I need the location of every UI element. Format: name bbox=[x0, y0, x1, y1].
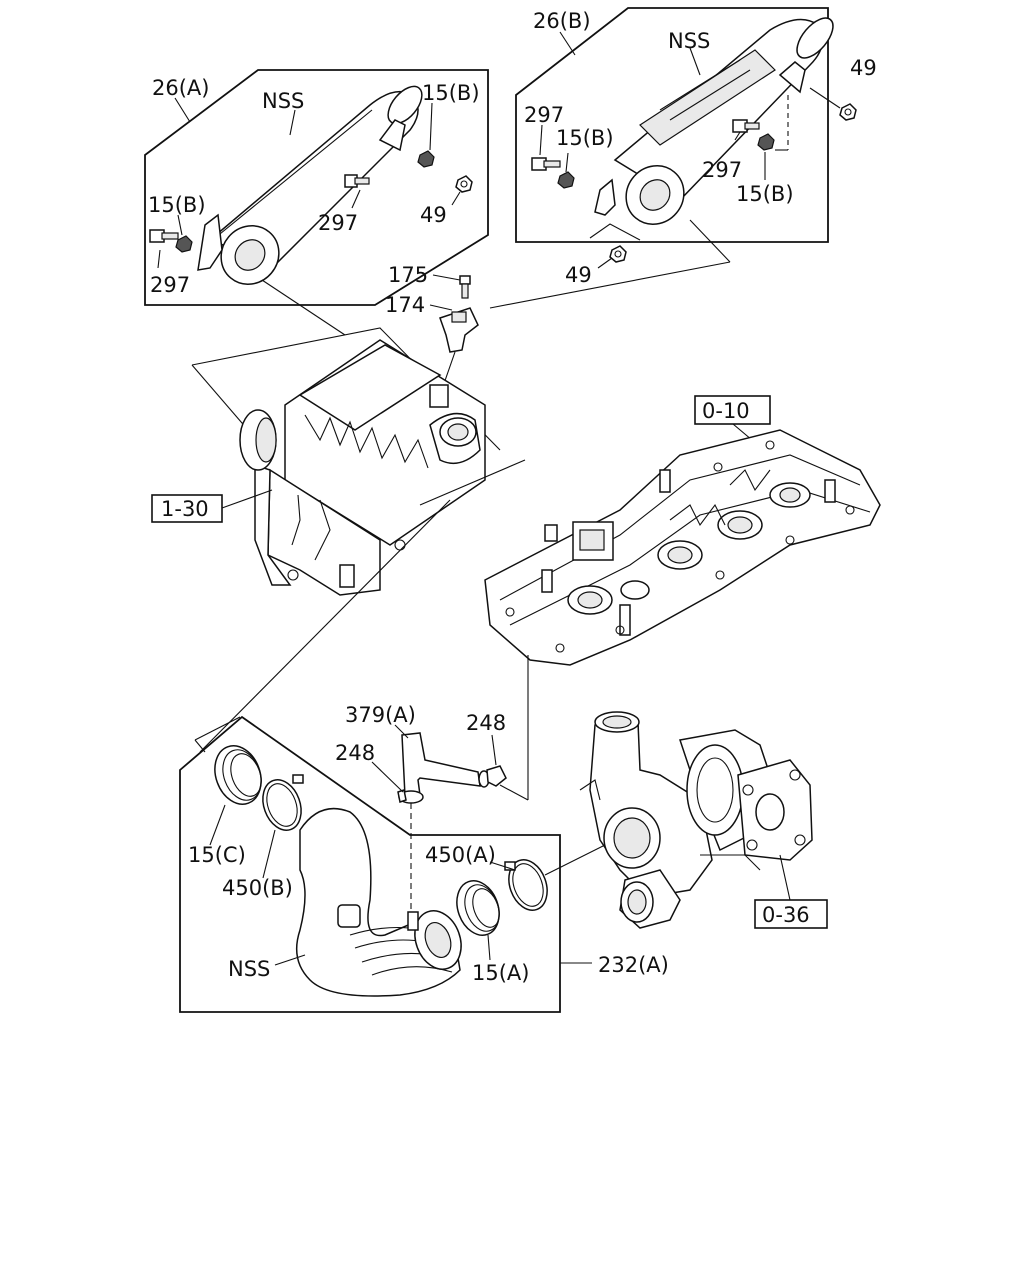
ref-1-30: 1-30 bbox=[161, 497, 209, 521]
callout-26a: 26(A) bbox=[152, 76, 209, 100]
nut-15b-a-top bbox=[417, 150, 435, 168]
bolt-297-b-right bbox=[732, 119, 760, 133]
nut-15b-b-right bbox=[757, 133, 775, 151]
callout-26b: 26(B) bbox=[533, 9, 591, 33]
clamp-450b bbox=[262, 774, 304, 831]
ref-box-0-36 bbox=[754, 899, 828, 929]
bolt-297-a-left bbox=[149, 229, 179, 243]
callout-49-a: 49 bbox=[420, 203, 447, 227]
air-duct-26b bbox=[594, 17, 834, 225]
clip-248-right bbox=[486, 765, 507, 787]
callout-nss-26a: NSS bbox=[262, 89, 304, 113]
air-duct-26a bbox=[197, 85, 423, 285]
callout-nss-26b: NSS bbox=[668, 29, 710, 53]
bolt-297-a-mid bbox=[344, 174, 370, 188]
nut-49-b-top bbox=[839, 103, 857, 121]
clamp-ring-15a bbox=[456, 880, 500, 936]
callout-15b-a-left: 15(B) bbox=[148, 193, 206, 217]
ref-box-1-30 bbox=[151, 494, 223, 523]
callout-15a: 15(A) bbox=[472, 961, 529, 985]
cylinder-head-cover bbox=[484, 429, 881, 666]
clamp-ring-15c bbox=[214, 745, 262, 805]
intake-hose bbox=[295, 807, 462, 997]
group-26b-frame: 26(B) bbox=[515, 7, 829, 243]
callout-450b: 450(B) bbox=[222, 876, 293, 900]
clamp-450a bbox=[504, 859, 548, 911]
nut-15b-b-left bbox=[557, 171, 575, 189]
callout-49-b-bottom: 49 bbox=[565, 263, 592, 287]
screw-175 bbox=[459, 275, 471, 299]
group-232a-frame bbox=[179, 499, 561, 1013]
air-cleaner-assembly bbox=[191, 327, 501, 596]
callout-297-a-mid: 297 bbox=[318, 211, 358, 235]
ref-0-10: 0-10 bbox=[702, 399, 750, 423]
bolt-297-b-left bbox=[531, 157, 561, 171]
ref-box-0-10 bbox=[694, 395, 771, 425]
pcv-hose-379a bbox=[401, 732, 490, 801]
callout-nss-hose: NSS bbox=[228, 957, 270, 981]
nut-49-a bbox=[455, 175, 473, 193]
callout-248-left: 248 bbox=[335, 741, 375, 765]
callout-248-right: 248 bbox=[466, 711, 506, 735]
callout-450a: 450(A) bbox=[425, 843, 496, 867]
callout-232a: 232(A) bbox=[598, 953, 669, 977]
turbocharger bbox=[579, 711, 813, 929]
callout-15c: 15(C) bbox=[188, 843, 246, 867]
callout-175: 175 bbox=[388, 263, 428, 287]
callout-15b-a-top: 15(B) bbox=[422, 81, 480, 105]
ref-0-36: 0-36 bbox=[762, 903, 810, 927]
callout-49-b-top: 49 bbox=[850, 56, 877, 80]
sensor-174 bbox=[439, 307, 479, 353]
callout-15b-b-left: 15(B) bbox=[556, 126, 614, 150]
callout-15b-b-right: 15(B) bbox=[736, 182, 794, 206]
clip-248-left bbox=[397, 789, 424, 804]
callout-379a: 379(A) bbox=[345, 703, 416, 727]
callout-297-a-left: 297 bbox=[150, 273, 190, 297]
callout-174: 174 bbox=[385, 293, 425, 317]
group-26a-frame: 26(A) bbox=[144, 69, 489, 306]
callout-297-b-right: 297 bbox=[702, 158, 742, 182]
nut-49-b-bottom bbox=[609, 245, 627, 263]
nut-15b-a-left bbox=[175, 235, 193, 253]
callout-297-b-left: 297 bbox=[524, 103, 564, 127]
